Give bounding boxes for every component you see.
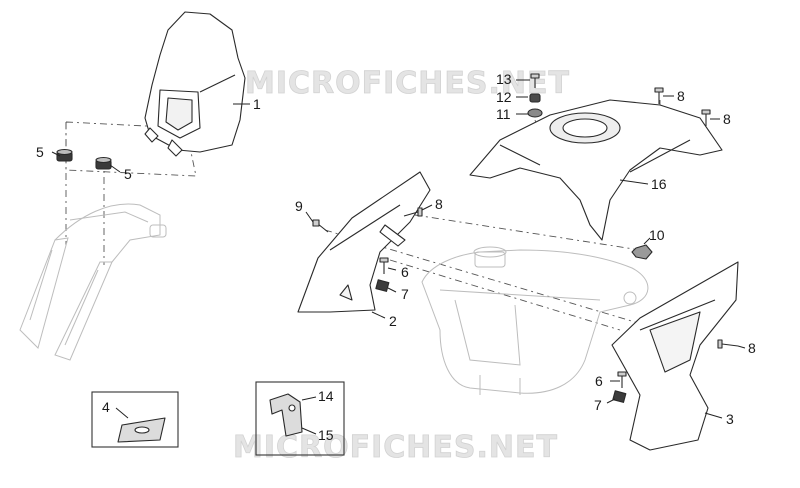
headlight-fairing	[144, 11, 246, 157]
screw-6-right	[617, 371, 627, 388]
part-4-box	[91, 391, 179, 448]
callout-8-left-fairing: 8	[435, 196, 443, 212]
callout-7-right: 7	[594, 397, 602, 413]
watermark-top: MICROFICHES.NET	[245, 66, 570, 101]
tank-cover	[469, 99, 723, 241]
screw-13	[530, 73, 540, 88]
callout-8-tank-cover-left: 8	[677, 88, 685, 104]
fuel-tank-ghost	[421, 246, 649, 395]
screw-9	[312, 219, 329, 233]
callout-1: 1	[253, 96, 261, 112]
left-side-fairing	[297, 171, 431, 313]
callout-12: 12	[496, 89, 512, 105]
screw-8-mid	[403, 207, 423, 217]
callout-6-left: 6	[401, 264, 409, 280]
callout-6-right: 6	[595, 373, 603, 389]
callout-labels: 1 2 3 4 5 5 6 6 7 7 8 8 8 8 9 10 11 12 1…	[36, 71, 756, 443]
leader-lines	[51, 79, 746, 435]
nut-10	[631, 244, 653, 260]
clip-7-left	[375, 279, 390, 292]
callout-11: 11	[496, 106, 511, 122]
callout-10: 10	[649, 227, 665, 243]
callout-16: 16	[651, 176, 667, 192]
callout-14: 14	[318, 388, 334, 404]
callout-7-left: 7	[401, 286, 409, 302]
callout-15: 15	[318, 427, 334, 443]
washer-11	[527, 108, 543, 118]
right-side-fairing	[611, 261, 739, 451]
watermark-bottom: MICROFICHES.NET	[233, 430, 558, 465]
callout-9: 9	[295, 198, 303, 214]
callout-8-right-fairing: 8	[748, 340, 756, 356]
screw-8-top-left	[654, 87, 664, 104]
callout-13: 13	[496, 71, 512, 87]
callout-3: 3	[726, 411, 734, 427]
callout-2: 2	[389, 313, 397, 329]
grommet-left	[56, 148, 73, 162]
grommet-12	[529, 93, 541, 103]
callout-4: 4	[102, 399, 110, 415]
callout-5-left: 5	[36, 144, 44, 160]
frame-ghost	[19, 203, 167, 361]
callout-5-right: 5	[124, 166, 132, 182]
callout-8-tank-cover-right: 8	[723, 111, 731, 127]
clip-7-right	[612, 390, 627, 403]
screw-8-top-right	[701, 109, 711, 126]
grommet-right	[95, 156, 112, 170]
part-14-15-box	[255, 381, 345, 456]
screw-6-left	[379, 257, 389, 274]
screw-8-right	[717, 339, 739, 349]
